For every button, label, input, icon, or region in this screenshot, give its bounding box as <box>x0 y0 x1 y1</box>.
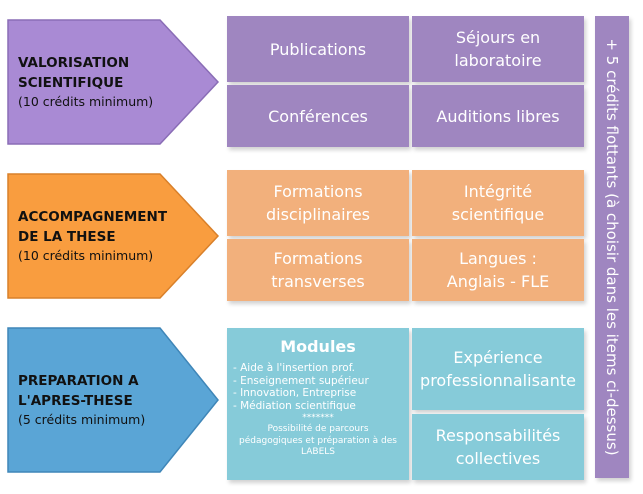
box-langues: Langues : Anglais - FLE <box>412 239 584 301</box>
modules-item: - Médiation scientifique <box>233 399 356 412</box>
arrow-title: VALORISATION SCIENTIFIQUE <box>18 55 130 91</box>
arrow-subtitle: (5 crédits minimum) <box>18 412 146 427</box>
modules-title: Modules <box>280 337 356 356</box>
box-auditions-libres: Auditions libres <box>412 85 584 147</box>
modules-item: - Enseignement supérieur <box>233 374 369 387</box>
arrow-accompagnement: ACCOMPAGNEMENT DE LA THESE (10 crédits m… <box>0 172 222 300</box>
arrow-shape <box>7 173 220 299</box>
arrow-shape <box>7 19 220 145</box>
arrow-title: ACCOMPAGNEMENT DE LA THESE <box>18 209 168 245</box>
box-integrite-scientifique: Intégrité scientifique <box>412 170 584 236</box>
modules-separator: ******* <box>302 413 334 423</box>
modules-list: - Aide à l'insertion prof. - Enseignemen… <box>231 362 405 412</box>
box-publications: Publications <box>227 16 409 82</box>
modules-item: - Aide à l'insertion prof. <box>233 362 355 374</box>
modules-box: Modules - Aide à l'insertion prof. - Ens… <box>227 328 409 480</box>
arrow-valorisation: VALORISATION SCIENTIFIQUE (10 crédits mi… <box>0 18 222 146</box>
box-sejours-laboratoire: Séjours en laboratoire <box>412 16 584 82</box>
box-responsabilites-collectives: Responsabilités collectives <box>412 414 584 480</box>
box-formations-disciplinaires: Formations disciplinaires <box>227 170 409 236</box>
arrow-subtitle: (10 crédits minimum) <box>18 94 154 109</box>
arrow-shape <box>7 327 219 473</box>
arrow-label: PREPARATION A L'APRES-THESE (5 crédits m… <box>18 326 145 474</box>
box-experience-professionnalisante: Expérience professionnalisante <box>412 328 584 410</box>
floating-credits-banner: + 5 crédits flottants (à choisir dans le… <box>595 16 629 478</box>
floating-credits-text: + 5 crédits flottants (à choisir dans le… <box>603 38 621 456</box>
box-formations-transverses: Formations transverses <box>227 239 409 301</box>
arrow-subtitle: (10 crédits minimum) <box>18 248 154 263</box>
modules-item: - Innovation, Entreprise <box>233 387 357 399</box>
arrow-title: PREPARATION A L'APRES-THESE <box>18 373 139 409</box>
arrow-label: VALORISATION SCIENTIFIQUE (10 crédits mi… <box>18 18 153 146</box>
arrow-preparation: PREPARATION A L'APRES-THESE (5 crédits m… <box>0 326 222 474</box>
box-conferences: Conférences <box>227 85 409 147</box>
arrow-label: ACCOMPAGNEMENT DE LA THESE (10 crédits m… <box>18 172 167 300</box>
modules-note: Possibilité de parcours pédagogiques et … <box>239 424 397 457</box>
